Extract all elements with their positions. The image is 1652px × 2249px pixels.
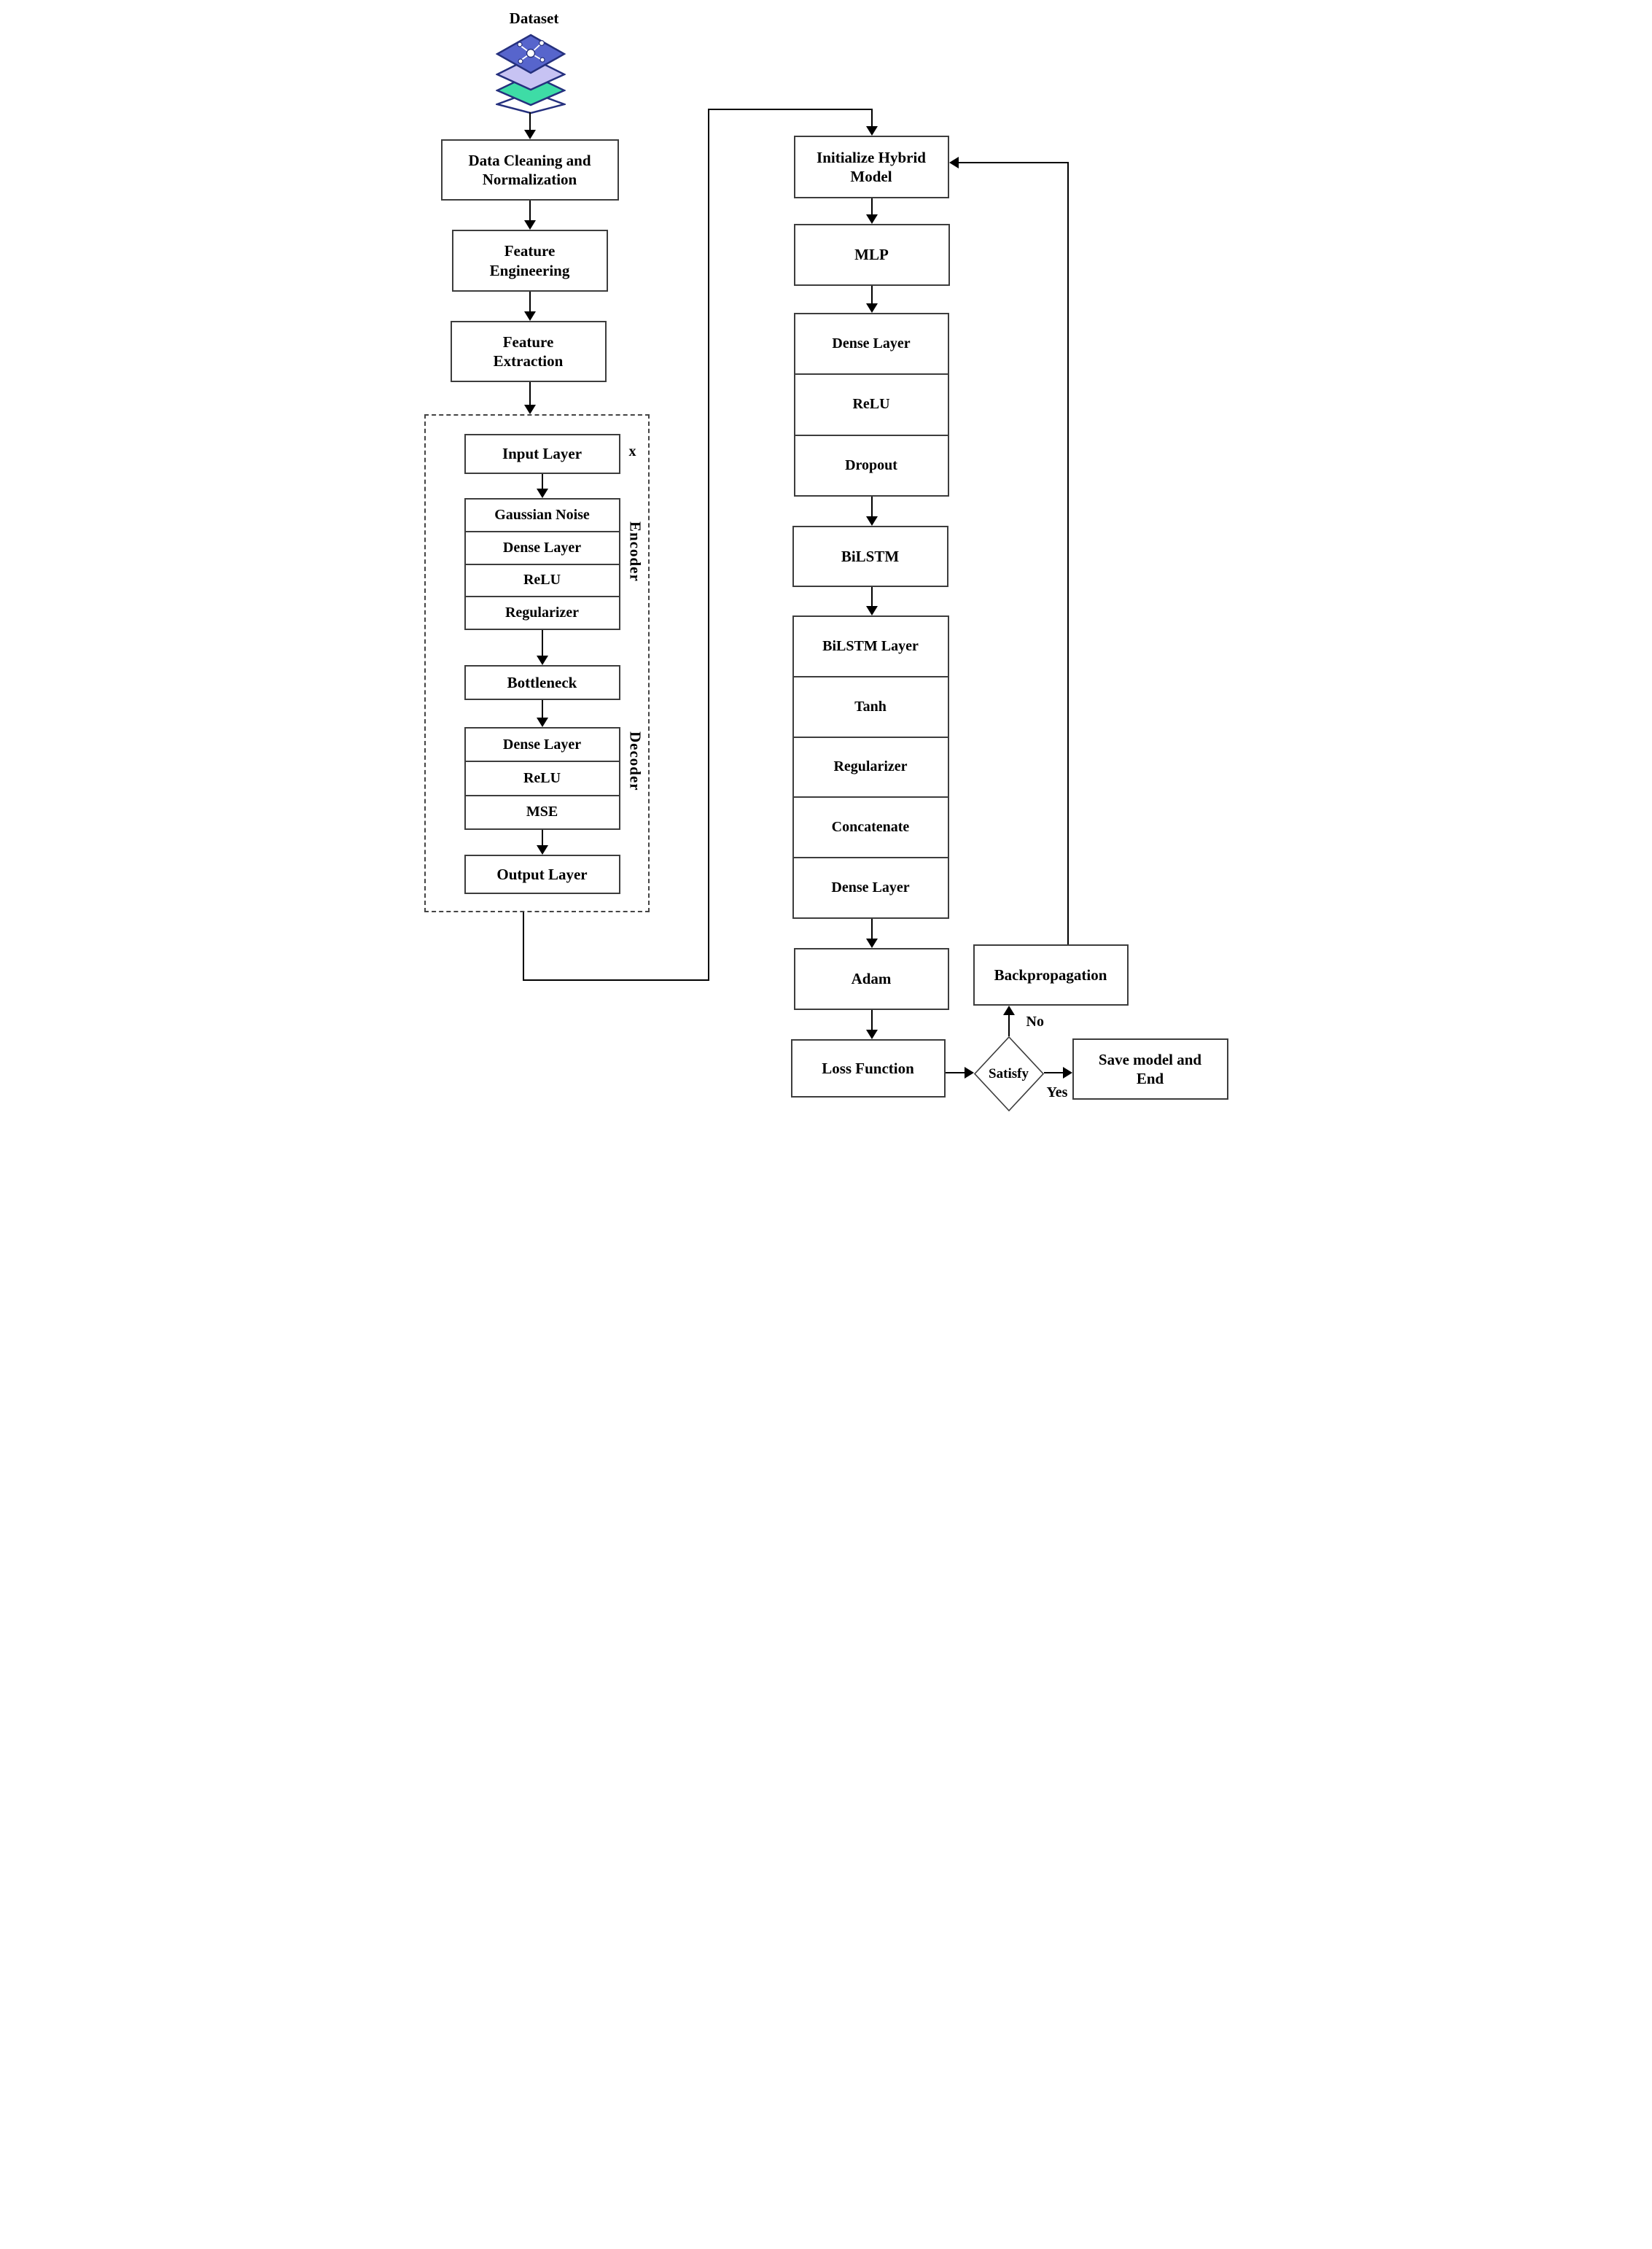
flow-line [870, 497, 873, 517]
decoder-stack: Dense Layer ReLU MSE [464, 727, 620, 830]
encoder-cell-gaussian-noise: Gaussian Noise [494, 506, 590, 523]
mlp-stack: Dense Layer ReLU Dropout [793, 313, 949, 497]
mlp-cell-dropout: Dropout [795, 434, 948, 495]
input-symbol-x: x [628, 443, 636, 459]
feedback-line [950, 162, 1069, 163]
node-bottleneck: Bottleneck [464, 665, 620, 700]
flowchart-canvas: Dataset Data Cleaning and Normalization … [413, 0, 1239, 1124]
arrow-down-icon [536, 718, 548, 727]
bilstm-cell-bilstm-layer: BiLSTM Layer [822, 637, 919, 654]
arrow-right-icon [964, 1067, 974, 1079]
node-bilstm: BiLSTM [792, 526, 948, 587]
connector-line [522, 912, 524, 980]
flow-line [870, 1010, 873, 1030]
no-label: No [1026, 1014, 1044, 1030]
arrow-down-icon [865, 606, 878, 615]
flow-line [541, 474, 543, 489]
bilstm-cell-regularizer: Regularizer [793, 736, 948, 797]
arrow-down-icon [523, 130, 536, 139]
arrow-left-icon [948, 157, 959, 168]
decision-diamond [973, 1036, 1044, 1111]
node-feature-extraction: Feature Extraction [450, 321, 607, 382]
connector-line [870, 109, 873, 128]
flow-line [529, 112, 531, 131]
arrow-down-icon [536, 656, 548, 665]
arrow-down-icon [523, 220, 536, 230]
node-backpropagation: Backpropagation [973, 944, 1129, 1006]
flow-line [529, 292, 531, 312]
arrow-down-icon [865, 1030, 878, 1039]
decoder-label: Decoder [626, 731, 644, 791]
flow-line [870, 587, 873, 607]
decision-label: Satisfy [989, 1065, 1029, 1081]
arrow-down-icon [536, 489, 548, 498]
flow-line [945, 1072, 965, 1073]
flow-line [870, 198, 873, 216]
flow-line [870, 286, 873, 305]
layer-stack-icon [495, 34, 566, 114]
arrow-down-icon [865, 939, 878, 948]
flow-line [529, 201, 531, 221]
bilstm-cell-dense-layer: Dense Layer [793, 857, 948, 917]
node-loss-function: Loss Function [790, 1039, 946, 1098]
arrow-right-icon [1062, 1067, 1072, 1079]
node-initialize-hybrid-model: Initialize Hybrid Model [793, 136, 949, 198]
mlp-cell-dense-layer: Dense Layer [832, 335, 911, 352]
encoder-cell-relu: ReLU [465, 563, 619, 597]
decoder-cell-relu: ReLU [465, 761, 619, 794]
connector-line [707, 109, 709, 981]
arrow-down-icon [523, 311, 536, 321]
node-save-model-end: Save model and End [1072, 1038, 1228, 1100]
dataset-label: Dataset [509, 9, 559, 27]
flow-line [870, 919, 873, 939]
encoder-stack: Gaussian Noise Dense Layer ReLU Regulari… [464, 498, 620, 630]
encoder-cell-dense-layer: Dense Layer [465, 530, 619, 564]
bilstm-stack: BiLSTM Layer Tanh Regularizer Concatenat… [792, 615, 949, 919]
decoder-cell-dense-layer: Dense Layer [502, 736, 582, 753]
molecule-glyph [516, 40, 545, 64]
arrow-down-icon [536, 845, 548, 855]
connector-line [522, 979, 709, 981]
yes-label: Yes [1046, 1084, 1068, 1100]
flow-line [1008, 1015, 1010, 1036]
node-output-layer: Output Layer [464, 855, 620, 894]
node-input-layer: Input Layer [464, 434, 620, 474]
node-feature-engineering: Feature Engineering [451, 230, 608, 292]
node-mlp: MLP [793, 224, 950, 286]
feedback-line [1067, 163, 1069, 944]
flow-line [541, 830, 543, 846]
decoder-cell-mse: MSE [465, 794, 619, 828]
arrow-down-icon [865, 126, 878, 136]
mlp-cell-relu: ReLU [795, 373, 948, 434]
node-adam: Adam [793, 948, 949, 1010]
arrow-down-icon [865, 516, 878, 526]
arrow-down-icon [865, 214, 878, 224]
flow-line [541, 700, 543, 718]
bilstm-cell-concatenate: Concatenate [793, 796, 948, 857]
flow-line [541, 630, 543, 656]
arrow-down-icon [523, 405, 536, 414]
arrow-up-icon [1002, 1006, 1015, 1015]
flow-line [529, 382, 531, 405]
connector-line [707, 109, 873, 110]
encoder-label: Encoder [626, 521, 644, 582]
autoencoder-container [424, 414, 650, 912]
bilstm-cell-tanh: Tanh [793, 675, 948, 737]
arrow-down-icon [865, 303, 878, 313]
encoder-cell-regularizer: Regularizer [465, 596, 619, 629]
node-data-cleaning: Data Cleaning and Normalization [440, 139, 619, 201]
flow-line [1043, 1072, 1064, 1073]
